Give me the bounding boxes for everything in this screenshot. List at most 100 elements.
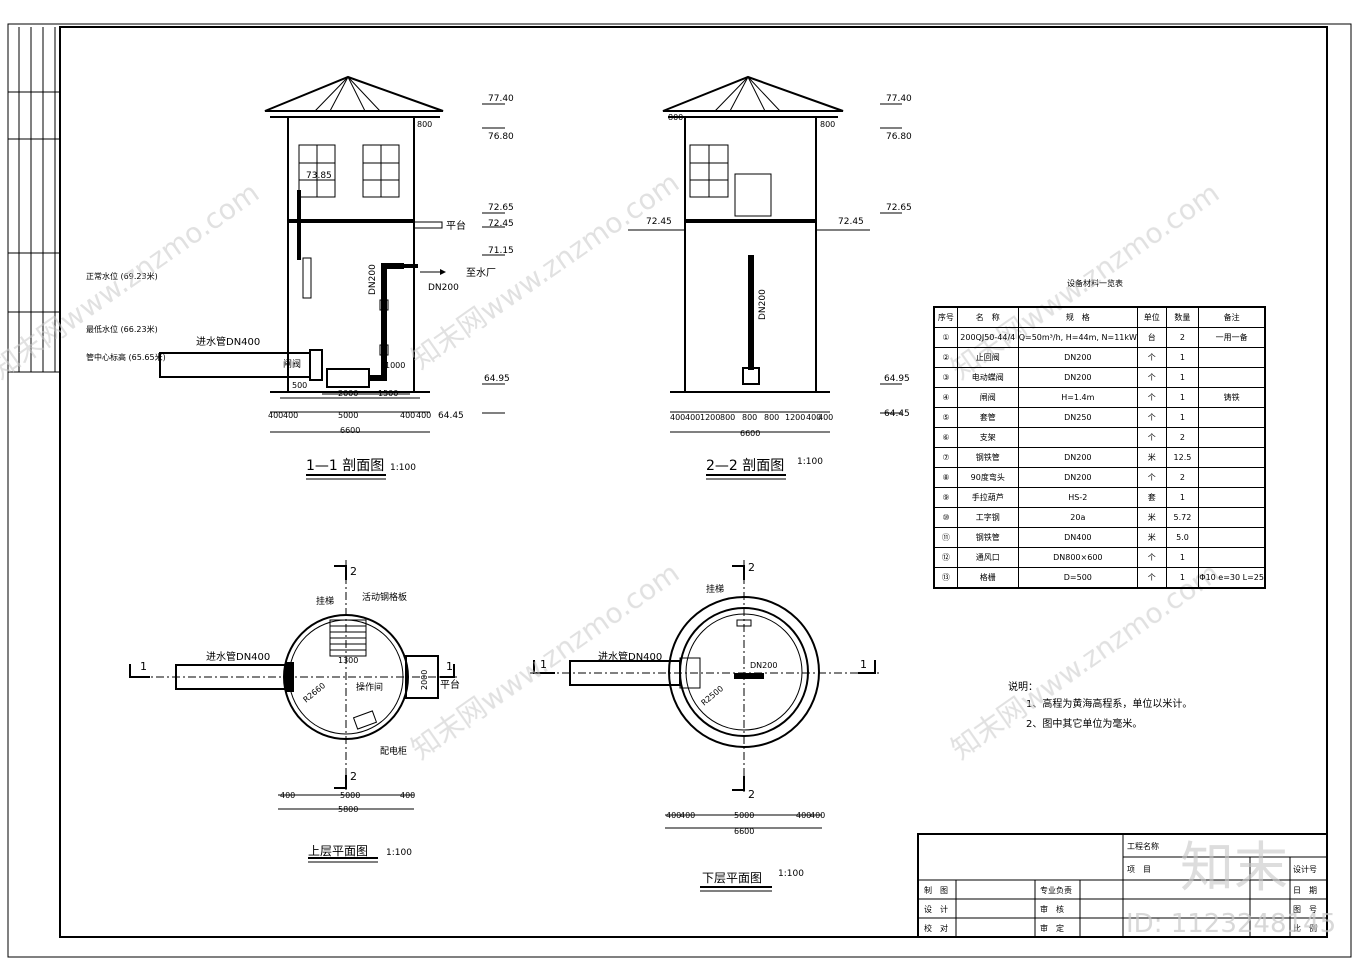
- table-cell: ⑫: [933, 547, 958, 568]
- table-cell: [1198, 347, 1266, 368]
- table-cell: 个: [1136, 367, 1167, 388]
- table-cell: 1: [1165, 547, 1200, 568]
- dim-400-b: 400: [283, 411, 298, 420]
- table-cell: ⑨: [933, 487, 958, 508]
- tb-project: 项 目: [1127, 865, 1151, 874]
- table-cell: [1198, 367, 1266, 388]
- table-cell: ②: [933, 347, 958, 368]
- dim-1200-b: 1200: [785, 413, 805, 422]
- elev-7740: 77.40: [488, 94, 514, 104]
- tb-project-name: 工程名称: [1127, 841, 1159, 851]
- tb-review: 审 核: [1040, 904, 1064, 914]
- table-cell: 台: [1136, 327, 1167, 348]
- table-cell: 个: [1136, 387, 1167, 408]
- sec-2-top: 2: [350, 565, 357, 578]
- elev-7265: 72.65: [488, 203, 514, 213]
- table-cell: H=1.4m: [1017, 387, 1138, 408]
- table-cell: ⑦: [933, 447, 958, 468]
- dim-5000-a: 5000: [338, 411, 358, 420]
- dim-5000-b: 5000: [340, 791, 360, 800]
- table-cell: 个: [1136, 547, 1167, 568]
- table-cell: 套管: [956, 407, 1019, 428]
- elev-7245-c: 72.45: [646, 217, 672, 227]
- table-cell: ①: [933, 327, 958, 348]
- table-cell: ⑬: [933, 567, 958, 589]
- cabinet-label: 配电柜: [380, 745, 407, 757]
- dim-400-n: 400: [810, 811, 825, 820]
- table-cell: 1: [1165, 487, 1200, 508]
- dim-400-d: 400: [416, 411, 431, 420]
- outer-border: [7, 23, 1352, 958]
- dim-400-l: 400: [680, 811, 695, 820]
- elev-7245: 72.45: [488, 219, 514, 229]
- dn200-plan: DN200: [750, 661, 777, 670]
- table-cell: 12.5: [1165, 447, 1200, 468]
- table-cell: DN800×600: [1017, 547, 1138, 568]
- lower-plan: [530, 560, 880, 892]
- note-1: 1、高程为黄海高程系，单位以米计。: [1026, 697, 1192, 710]
- dim-1000-a: 1000: [385, 361, 405, 370]
- table-cell: 90度弯头: [956, 467, 1019, 488]
- table-cell: 个: [1136, 407, 1167, 428]
- ladder-label-2: 挂梯: [706, 583, 724, 595]
- table-cell: 手拉葫芦: [956, 487, 1019, 508]
- inlet-label-2: 进水管DN400: [206, 650, 270, 663]
- door: [734, 173, 772, 217]
- table-header: 规 格: [1017, 306, 1138, 328]
- dim-400-i: 400: [280, 791, 295, 800]
- dn200-vertical: DN200: [368, 264, 378, 295]
- table-cell: 米: [1136, 447, 1167, 468]
- dim-1200-a: 1200: [700, 413, 720, 422]
- riser-pipe: [369, 263, 404, 381]
- table-cell: [1198, 507, 1266, 528]
- dim-800-c: 800: [820, 120, 835, 129]
- tb-sheet-no: 设计号: [1293, 864, 1317, 874]
- table-cell: D=500: [1017, 567, 1138, 589]
- table-cell: 工字钢: [956, 507, 1019, 528]
- table-cell: 支架: [956, 427, 1019, 448]
- table-cell: 200QJ50-44/4: [956, 327, 1019, 348]
- table-cell: 止回阀: [956, 347, 1019, 368]
- roof-2: [662, 75, 844, 112]
- sec-1-right: 1: [446, 660, 453, 673]
- table-cell: 个: [1136, 347, 1167, 368]
- dim-400-m: 400: [796, 811, 811, 820]
- upper-plan-scale: 1:100: [386, 848, 412, 858]
- r2500-label: R2500: [700, 684, 726, 708]
- table-cell: 2: [1165, 467, 1200, 488]
- table-cell: DN200: [1017, 367, 1138, 388]
- table-cell: [1198, 467, 1266, 488]
- dim-400-f: 400: [685, 413, 700, 422]
- binding-strip: [8, 27, 60, 373]
- table-cell: 1: [1165, 367, 1200, 388]
- dim-400-a: 400: [268, 411, 283, 420]
- sec-2-top-b: 2: [748, 561, 755, 574]
- dim-2000-b: 2000: [420, 670, 429, 690]
- table-cell: ⑤: [933, 407, 958, 428]
- pump: [326, 368, 370, 388]
- cabinet-plan: [352, 710, 378, 730]
- inner-border: [59, 26, 1328, 938]
- to-plant-label: 至水厂: [466, 267, 496, 279]
- upper-house: [287, 116, 415, 221]
- table-header: 名 称: [956, 306, 1019, 328]
- table-cell: 个: [1136, 567, 1167, 589]
- note-2: 2、图中其它单位为毫米。: [1026, 717, 1142, 730]
- table-cell: 1: [1165, 347, 1200, 368]
- table-cell: 米: [1136, 507, 1167, 528]
- dim-1300-label: 1300: [338, 656, 358, 665]
- table-cell: 钢铁管: [956, 447, 1019, 468]
- inlet-label-3: 进水管DN400: [598, 650, 662, 663]
- dim-400-k: 400: [666, 811, 681, 820]
- inlet-label-1: 进水管DN400: [196, 335, 260, 348]
- dim-5800: 5800: [338, 805, 358, 814]
- tb-date: 日 期: [1293, 886, 1317, 895]
- ladder-label: 挂梯: [316, 595, 334, 607]
- table-cell: 米: [1136, 527, 1167, 548]
